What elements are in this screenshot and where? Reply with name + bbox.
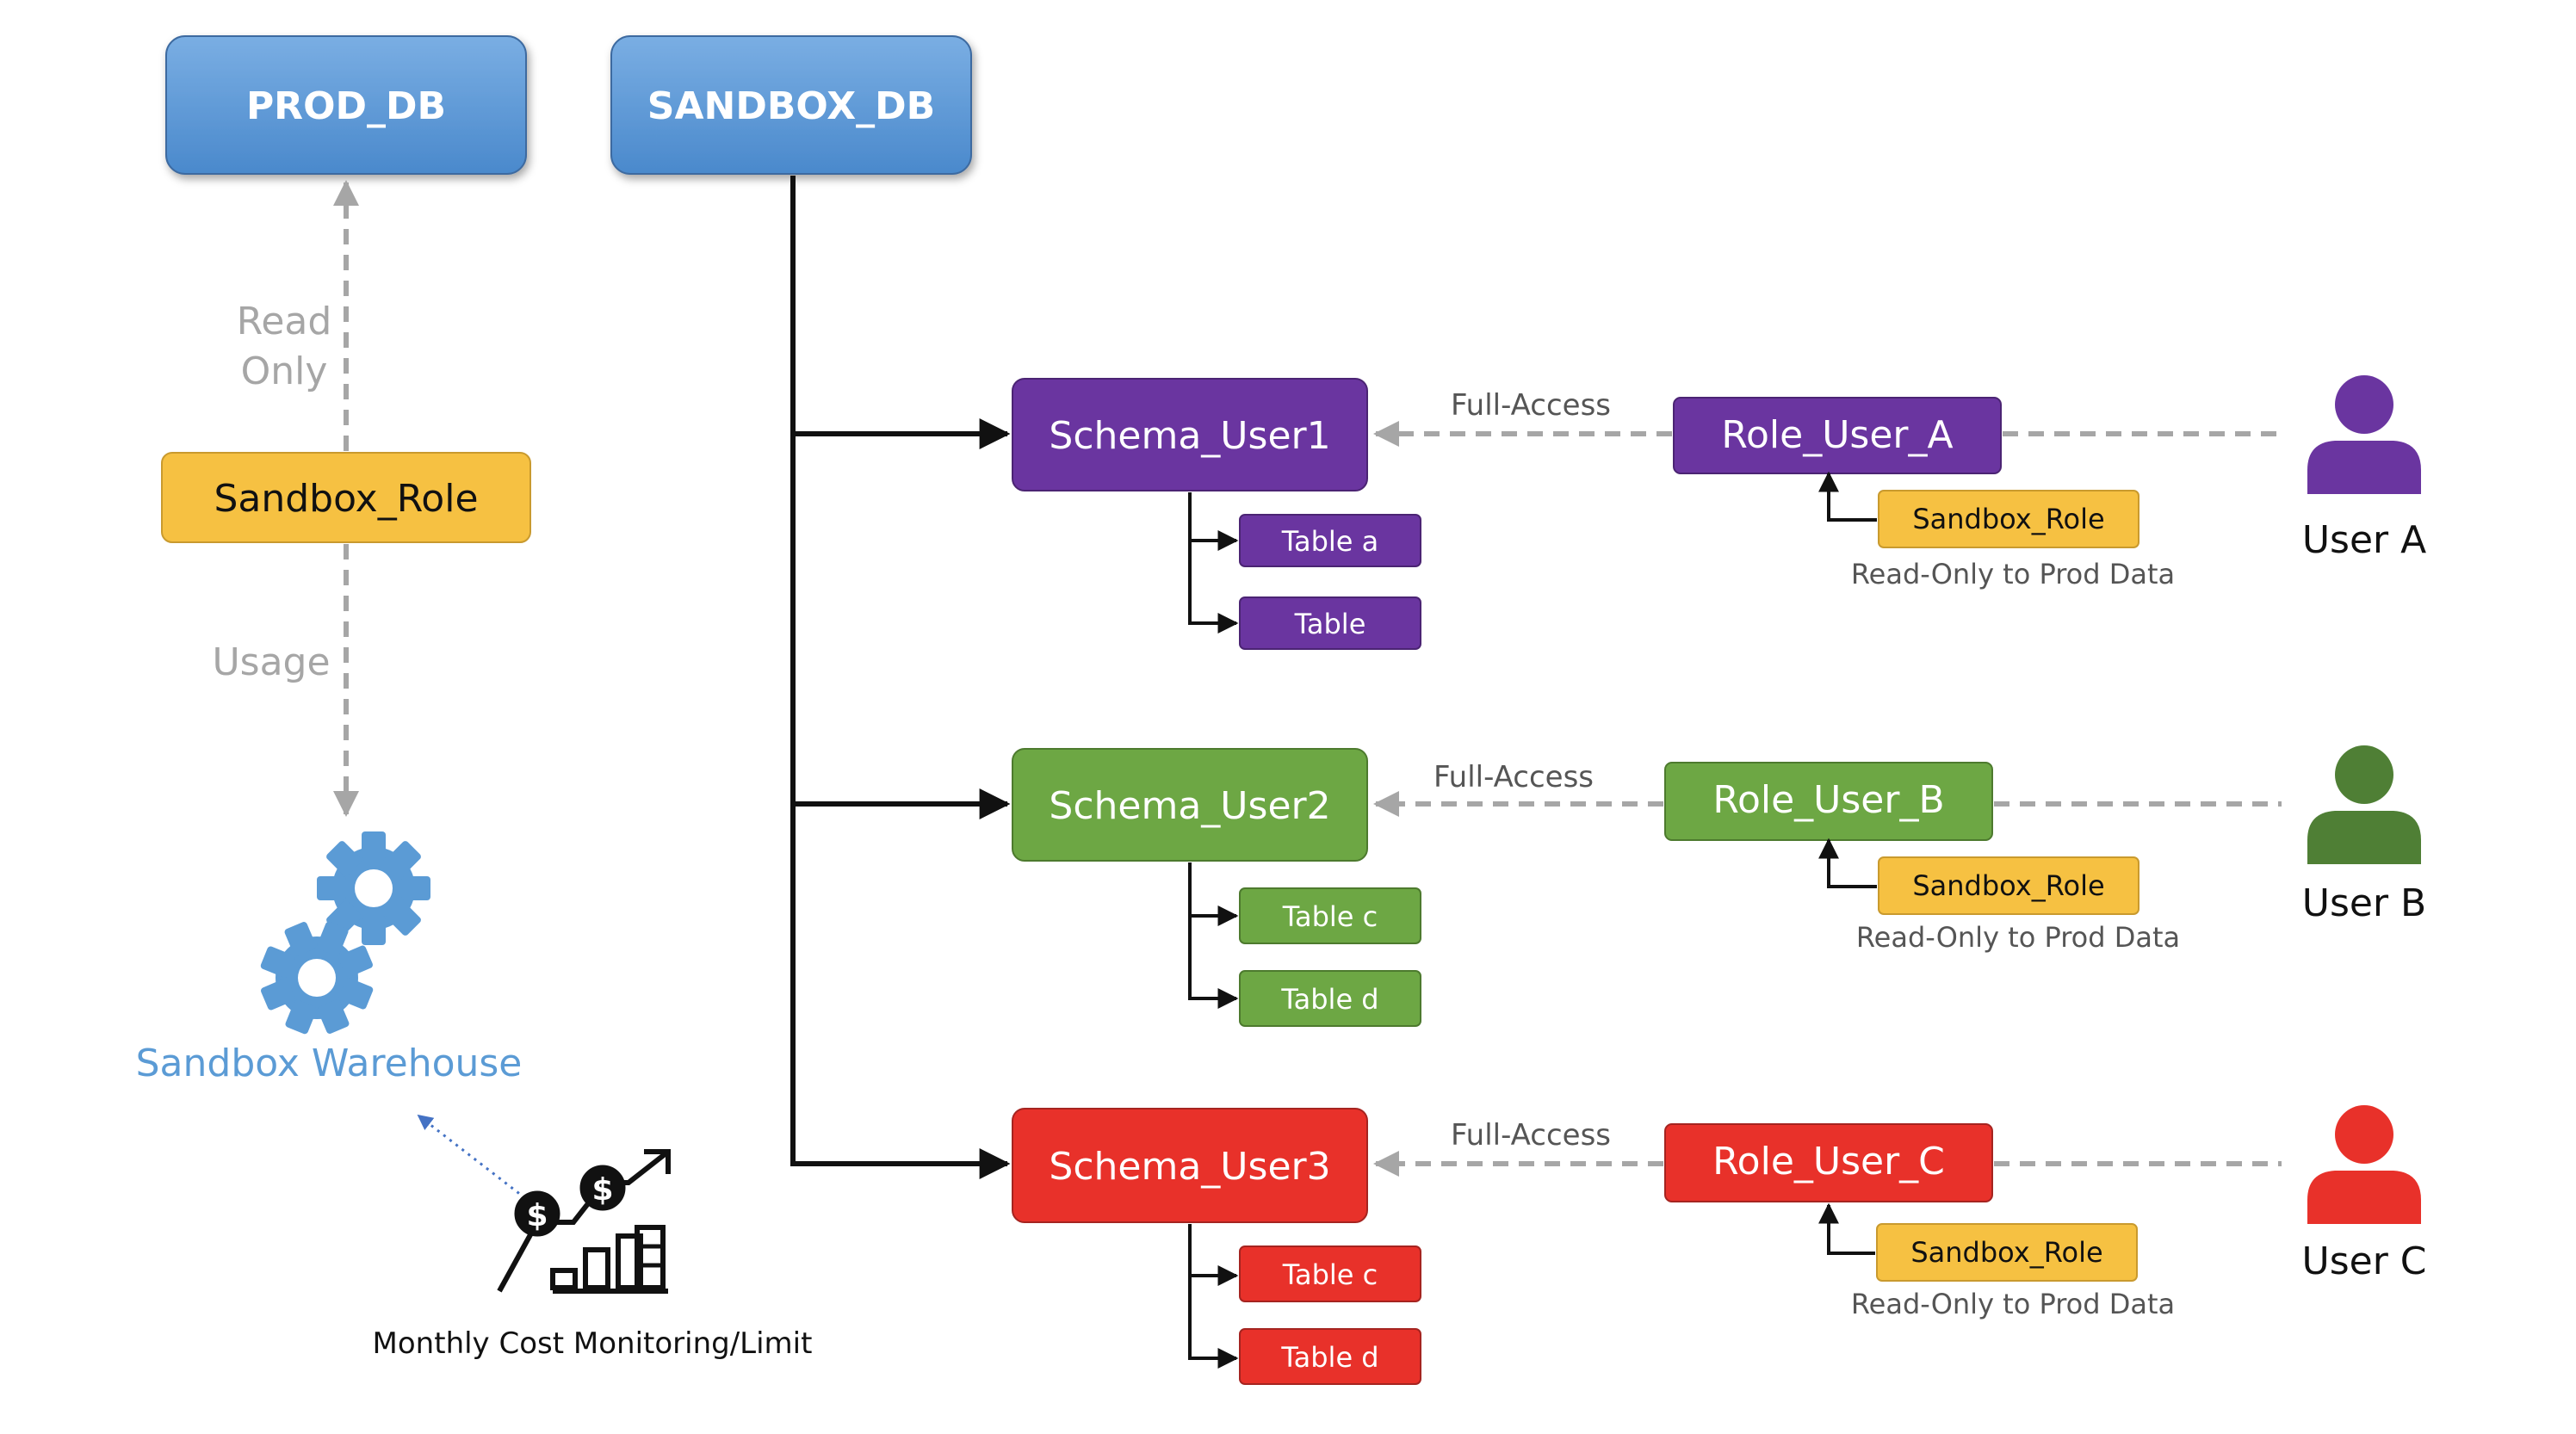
table-d-label: Table d bbox=[1280, 983, 1378, 1016]
table-b-label: Table bbox=[1294, 608, 1366, 640]
user-b-icon bbox=[2307, 745, 2421, 864]
sandbox-role-c-node: Sandbox_Role bbox=[1876, 1223, 2138, 1282]
table-b-node: Table bbox=[1239, 596, 1421, 650]
prod-db-node: PROD_DB bbox=[165, 35, 527, 175]
full-access-label-1: Full-Access bbox=[1451, 388, 1611, 423]
role-note-b: Read-Only to Prod Data bbox=[1856, 921, 2180, 954]
sandbox-role-b-node: Sandbox_Role bbox=[1878, 856, 2139, 915]
schema-user3-label: Schema_User3 bbox=[1049, 1145, 1330, 1189]
role-user-b-node: Role_User_B bbox=[1664, 762, 1993, 841]
schema-user2-node: Schema_User2 bbox=[1012, 748, 1368, 862]
sandbox-role-a-node: Sandbox_Role bbox=[1878, 490, 2139, 548]
table-a-label: Table a bbox=[1281, 525, 1379, 558]
table-d2-node: Table d bbox=[1239, 1328, 1421, 1385]
sandbox-db-node: SANDBOX_DB bbox=[610, 35, 972, 175]
table-c-node: Table c bbox=[1239, 887, 1421, 944]
user-row-2: Schema_User2 Table c Table d Full-Access… bbox=[1012, 745, 2426, 1027]
schema-user1-node: Schema_User1 bbox=[1012, 378, 1368, 491]
sandbox-role-a-label: Sandbox_Role bbox=[1912, 503, 2104, 535]
svg-text:$: $ bbox=[526, 1198, 548, 1233]
read-only-label-line2: Only bbox=[241, 349, 328, 393]
cost-chart-icon: $ $ bbox=[497, 1149, 671, 1294]
user-a-icon bbox=[2307, 375, 2421, 494]
cost-monitoring-label: Monthly Cost Monitoring/Limit bbox=[373, 1326, 813, 1361]
schema-user1-label: Schema_User1 bbox=[1049, 414, 1330, 458]
full-access-label-2: Full-Access bbox=[1434, 760, 1594, 794]
full-access-label-3: Full-Access bbox=[1451, 1118, 1611, 1153]
sandbox-warehouse-label: Sandbox Warehouse bbox=[136, 1042, 523, 1085]
table-d-node: Table d bbox=[1239, 970, 1421, 1027]
role-note-a: Read-Only to Prod Data bbox=[1851, 558, 2175, 590]
table-a-node: Table a bbox=[1239, 514, 1421, 567]
svg-text:$: $ bbox=[591, 1172, 613, 1208]
table-c2-label: Table c bbox=[1282, 1258, 1378, 1291]
role-user-a-node: Role_User_A bbox=[1673, 397, 2002, 474]
cost-to-warehouse-connector bbox=[417, 1114, 526, 1200]
sandbox-role-node: Sandbox_Role bbox=[161, 452, 531, 543]
user-row-1: Schema_User1 Table a Table Full-Access R… bbox=[1012, 375, 2426, 650]
schema-user2-label: Schema_User2 bbox=[1049, 784, 1330, 828]
sandbox-role-label: Sandbox_Role bbox=[214, 477, 478, 521]
user-c-label: User C bbox=[2302, 1239, 2427, 1283]
sandbox-db-label: SANDBOX_DB bbox=[647, 84, 935, 128]
user-row-3: Schema_User3 Table c Table d Full-Access… bbox=[1012, 1105, 2427, 1385]
table-c-label: Table c bbox=[1282, 900, 1378, 933]
schema-user3-node: Schema_User3 bbox=[1012, 1108, 1368, 1223]
table-c2-node: Table c bbox=[1239, 1245, 1421, 1302]
read-only-label-line1: Read bbox=[237, 300, 332, 343]
role-user-c-node: Role_User_C bbox=[1664, 1123, 1993, 1202]
prod-db-label: PROD_DB bbox=[246, 84, 446, 128]
gears-icon bbox=[260, 831, 430, 1035]
role-note-c: Read-Only to Prod Data bbox=[1851, 1288, 2175, 1320]
user-a-label: User A bbox=[2302, 518, 2426, 562]
role-user-c-label: Role_User_C bbox=[1712, 1140, 1945, 1184]
role-user-a-label: Role_User_A bbox=[1721, 413, 1953, 457]
role-user-b-label: Role_User_B bbox=[1712, 778, 1944, 822]
sandbox-role-c-label: Sandbox_Role bbox=[1910, 1236, 2102, 1269]
sandbox-role-b-label: Sandbox_Role bbox=[1912, 869, 2104, 902]
user-b-label: User B bbox=[2302, 881, 2426, 925]
user-c-icon bbox=[2307, 1105, 2421, 1224]
usage-label: Usage bbox=[212, 640, 330, 684]
table-d2-label: Table d bbox=[1280, 1341, 1378, 1374]
